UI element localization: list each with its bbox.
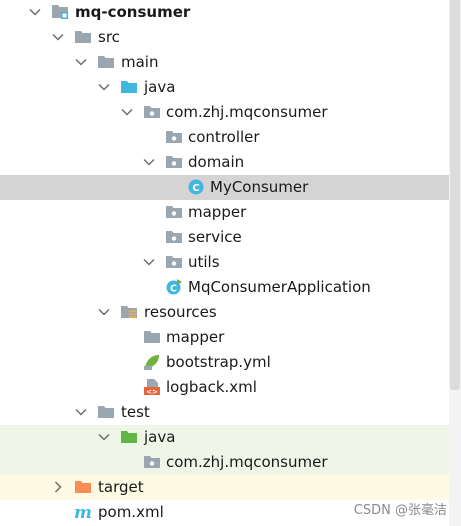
project-tree: mq-consumer src main java com.zhj.mqcons… — [0, 0, 449, 526]
tree-row-test[interactable]: test — [0, 400, 449, 425]
chevron-down-icon[interactable] — [27, 4, 43, 20]
folder-icon — [97, 403, 115, 421]
package-icon — [165, 153, 183, 171]
tree-label-resources: resources — [144, 303, 217, 321]
vertical-scrollbar[interactable] — [449, 0, 461, 526]
tree-row-res-mapper[interactable]: mapper — [0, 325, 449, 350]
tree-label-mq-consumer: mq-consumer — [75, 3, 191, 21]
spring-boot-class-icon — [165, 278, 183, 296]
xml-file-icon — [143, 378, 161, 396]
tree-row-test-package[interactable]: com.zhj.mqconsumer — [0, 450, 449, 475]
chevron-down-icon[interactable] — [141, 154, 157, 170]
package-icon — [165, 128, 183, 146]
maven-file-icon — [74, 503, 92, 521]
chevron-right-icon[interactable] — [50, 479, 66, 495]
tree-label-myconsumer: MyConsumer — [210, 178, 309, 196]
tree-row-pom[interactable]: pom.xml — [0, 500, 449, 525]
tree-row-test-java[interactable]: java — [0, 425, 449, 450]
java-class-icon — [187, 178, 205, 196]
tree-row-logback[interactable]: logback.xml — [0, 375, 449, 400]
source-folder-icon — [120, 78, 138, 96]
chevron-down-icon[interactable] — [96, 79, 112, 95]
tree-label-application: MqConsumerApplication — [188, 278, 371, 296]
tree-label-service: service — [188, 228, 242, 246]
chevron-down-icon[interactable] — [141, 254, 157, 270]
tree-row-target[interactable]: target — [0, 475, 449, 500]
folder-icon — [143, 328, 161, 346]
chevron-down-icon[interactable] — [96, 304, 112, 320]
package-icon — [165, 253, 183, 271]
yaml-file-icon — [143, 353, 161, 371]
chevron-down-icon[interactable] — [73, 54, 89, 70]
tree-row-package[interactable]: com.zhj.mqconsumer — [0, 100, 449, 125]
tree-row-main-java[interactable]: java — [0, 75, 449, 100]
folder-icon — [74, 28, 92, 46]
tree-label-src: src — [98, 28, 120, 46]
test-source-folder-icon — [120, 428, 138, 446]
tree-row-controller[interactable]: controller — [0, 125, 449, 150]
scrollbar-thumb[interactable] — [450, 0, 460, 390]
tree-row-bootstrap[interactable]: bootstrap.yml — [0, 350, 449, 375]
tree-label-package: com.zhj.mqconsumer — [166, 103, 328, 121]
tree-row-service[interactable]: service — [0, 225, 449, 250]
tree-label-main: main — [121, 53, 159, 71]
package-icon — [143, 453, 161, 471]
module-folder-icon — [51, 3, 69, 21]
tree-row-mq-consumer[interactable]: mq-consumer — [0, 0, 449, 25]
chevron-down-icon[interactable] — [119, 104, 135, 120]
tree-label-res-mapper: mapper — [166, 328, 225, 346]
watermark: CSDN @张毫洁 — [353, 503, 447, 518]
tree-label-test-package: com.zhj.mqconsumer — [166, 453, 328, 471]
chevron-down-icon[interactable] — [50, 29, 66, 45]
tree-label-test-java: java — [144, 428, 176, 446]
folder-icon — [97, 53, 115, 71]
tree-label-mapper: mapper — [188, 203, 247, 221]
tree-label-logback: logback.xml — [166, 378, 257, 396]
package-icon — [165, 228, 183, 246]
tree-label-utils: utils — [188, 253, 220, 271]
tree-label-pom: pom.xml — [98, 503, 164, 521]
excluded-folder-icon — [74, 478, 92, 496]
tree-row-utils[interactable]: utils — [0, 250, 449, 275]
tree-row-myconsumer[interactable]: MyConsumer — [0, 175, 449, 200]
tree-label-main-java: java — [144, 78, 176, 96]
tree-label-controller: controller — [188, 128, 260, 146]
tree-label-target: target — [98, 478, 144, 496]
chevron-down-icon[interactable] — [73, 404, 89, 420]
tree-label-domain: domain — [188, 153, 245, 171]
tree-row-main[interactable]: main — [0, 50, 449, 75]
tree-row-domain[interactable]: domain — [0, 150, 449, 175]
tree-label-bootstrap: bootstrap.yml — [166, 353, 271, 371]
tree-row-application[interactable]: MqConsumerApplication — [0, 275, 449, 300]
tree-label-test: test — [121, 403, 150, 421]
tree-row-resources[interactable]: resources — [0, 300, 449, 325]
package-icon — [165, 203, 183, 221]
resources-folder-icon — [120, 303, 138, 321]
tree-row-src[interactable]: src — [0, 25, 449, 50]
chevron-down-icon[interactable] — [96, 429, 112, 445]
package-icon — [143, 103, 161, 121]
tree-row-mapper[interactable]: mapper — [0, 200, 449, 225]
